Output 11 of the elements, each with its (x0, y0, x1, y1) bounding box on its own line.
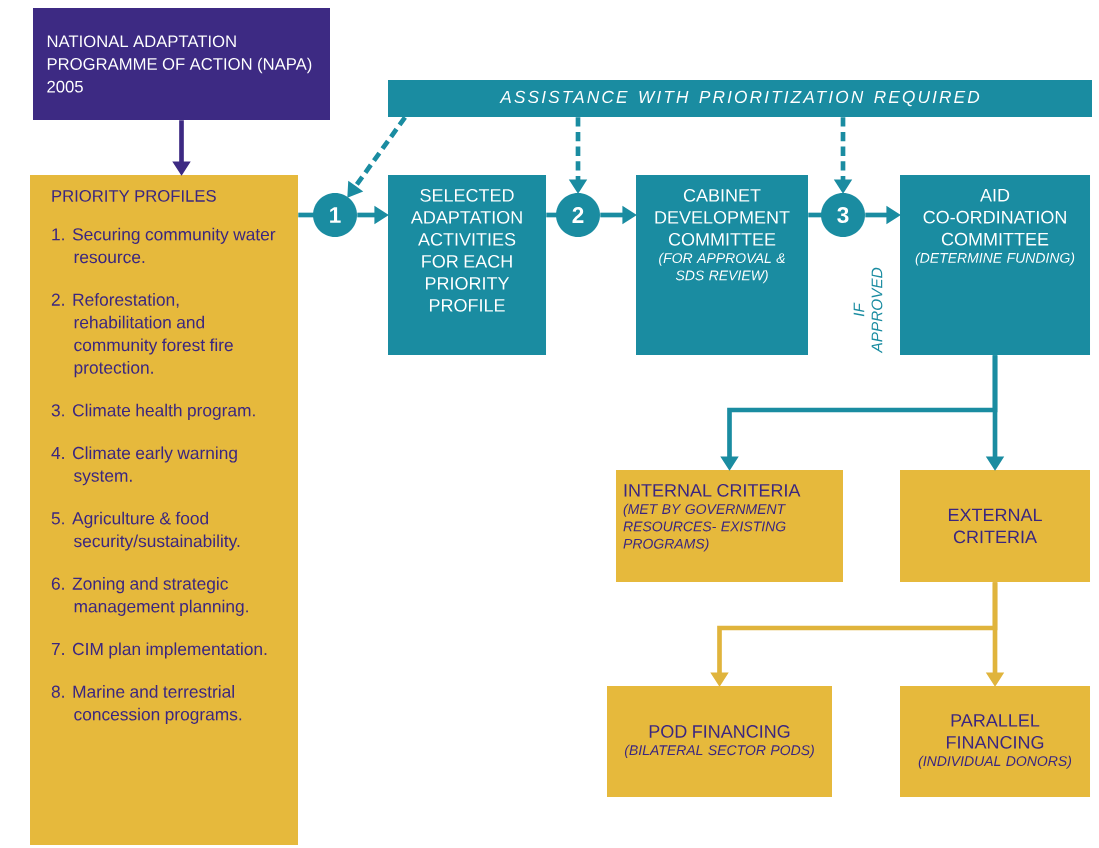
banner: ASSISTANCE WITH PRIORITIZATION REQUIRED (388, 80, 1092, 117)
process-box: PARALLEL FINANCING (INDIVIDUAL DONORS) (900, 686, 1090, 797)
list-box: PRIORITY PROFILES 1. Securing community water resource. 2. Reforestation, rehabilitation and community forest fire protection. 3. Climate health program. 4. Climate early warning system. 5. Agriculture & food security/sustainability. 6. Zoning and strategic management planning. 7. CIM plan implementation. 8. Marine and terrestrial concession programs. (30, 175, 298, 845)
process-box: CABINET DEVELOPMENT COMMITTEE (FOR APPROVAL & SDS REVIEW) (636, 175, 808, 355)
process-box: POD FINANCING (BILATERAL SECTOR PODS) (607, 686, 832, 797)
title-box: NATIONAL ADAPTATION PROGRAMME OF ACTION (NAPA) 2005 (33, 8, 330, 120)
process-box: EXTERNAL CRITERIA (900, 470, 1090, 582)
process-box: INTERNAL CRITERIA (MET BY GOVERNMENT RESOURCES- EXISTING PROGRAMS) (616, 470, 843, 582)
rotated-label: IF APPROVED (853, 267, 883, 354)
process-box: SELECTED ADAPTATION ACTIVITIES FOR EACH PRIORITY PROFILE (388, 175, 546, 355)
process-box: AID CO-ORDINATION COMMITTEE (DETERMINE FUNDING) (900, 175, 1090, 355)
